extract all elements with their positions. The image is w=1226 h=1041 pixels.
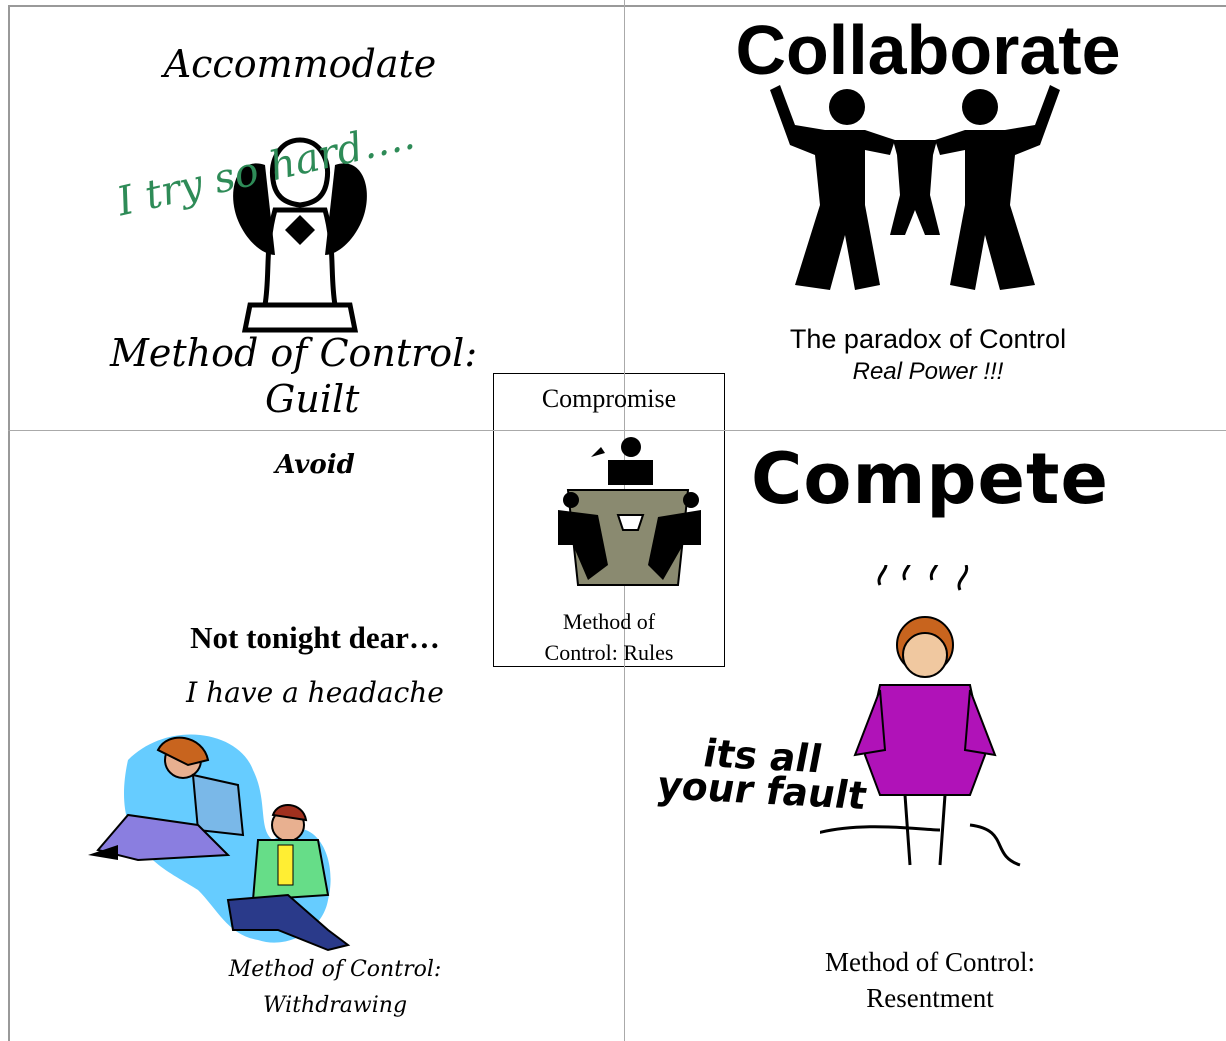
avoid-headache: I have a headache: [186, 676, 444, 709]
avoid-method: Method of Control: Withdrawing: [150, 952, 520, 1024]
avoid-method-line1: Method of Control:: [228, 957, 442, 982]
collaborate-real-power: Real Power !!!: [852, 358, 1004, 385]
angel-clipart-icon: [233, 137, 367, 333]
angry-woman-clipart-icon: [820, 565, 1021, 867]
border-left: [8, 5, 10, 1041]
compromise-method-line2: Control: Rules: [544, 640, 674, 665]
compromise-title: Compromise: [541, 384, 677, 413]
avoid-title: Avoid: [275, 450, 355, 480]
compromise-method-line1: Method of: [562, 609, 656, 634]
family-silhouette-icon: [770, 85, 1060, 290]
compete-title: Compete: [751, 438, 1109, 520]
accommodate-method-line2: Guilt: [265, 377, 360, 421]
negotiation-clipart-icon: [558, 437, 701, 586]
compete-method-line1: Method of Control:: [825, 947, 1035, 977]
accommodate-method: Method of Control: Guilt: [110, 330, 530, 422]
compete-fault-caption: its all your fault: [653, 731, 895, 818]
compete-method-line2: Resentment: [866, 983, 994, 1013]
collaborate-title: Collaborate: [735, 11, 1121, 89]
accommodate-title: Accommodate: [163, 42, 437, 86]
compromise-method: Method of Control: Rules: [493, 606, 725, 668]
couple-sitting-clipart-icon: [88, 734, 351, 952]
avoid-method-line2: Withdrawing: [262, 993, 408, 1018]
accommodate-method-line1: Method of Control:: [110, 331, 478, 375]
avoid-not-tonight: Not tonight dear…: [190, 620, 440, 655]
compete-fault-line2: your fault: [653, 762, 871, 818]
collaborate-paradox: The paradox of Control: [789, 324, 1067, 354]
border-top: [8, 5, 1226, 7]
compete-method: Method of Control: Resentment: [630, 944, 1226, 1016]
compromise-divider-overlay-h: [493, 430, 725, 431]
